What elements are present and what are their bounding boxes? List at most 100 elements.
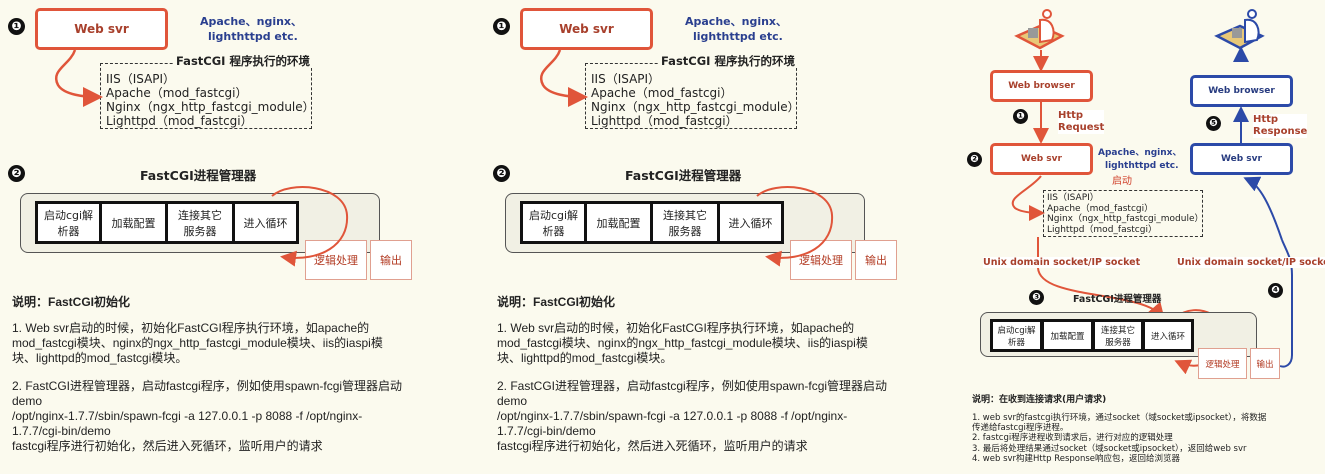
web-server-box: Web svr bbox=[520, 8, 653, 50]
start-label: 启动 bbox=[1112, 176, 1132, 187]
step-3-badge: ❸ bbox=[1029, 290, 1044, 305]
description-line: mod_fastcgi模块、nginx的ngx_http_fastcgi_mod… bbox=[12, 336, 383, 350]
step-4-badge: ❹ bbox=[1268, 283, 1283, 298]
http-request-line: Request bbox=[1058, 122, 1105, 133]
description-title: 说明：FastCGI初始化 bbox=[12, 295, 131, 309]
manager-step: 连接其它服务器 bbox=[1092, 319, 1144, 352]
logic-box: 逻辑处理 bbox=[790, 240, 852, 280]
description-body: 1. Web svr启动的时候，初始化FastCGI程序执行环境，如apache… bbox=[12, 321, 402, 454]
env-item: Lighttpd（mod_fastcgi） bbox=[106, 114, 253, 128]
web-server-box: Web svr bbox=[35, 8, 168, 50]
step-1-badge: ❶ bbox=[1013, 109, 1028, 124]
manager-title: FastCGI进程管理器 bbox=[1073, 294, 1162, 305]
init-panel-left: ❶ Web svr Apache、nginx、 lighthttpd etc. … bbox=[0, 0, 480, 474]
description-body: 1. web svr的fastcgi执行环境，通过socket（域socket或… bbox=[972, 413, 1266, 464]
manager-step: 加载配置 bbox=[584, 201, 653, 244]
env-item: Lighttpd（mod_fastcgi） bbox=[591, 114, 738, 128]
http-response-label: Http Response bbox=[1253, 114, 1308, 138]
server-examples-line2: lighthttpd etc. bbox=[208, 30, 298, 43]
logic-box: 逻辑处理 bbox=[1198, 348, 1247, 379]
env-item: Lighttpd（mod_fastcgi） bbox=[1047, 224, 1157, 235]
env-item: Apache（mod_fastcgi） bbox=[106, 86, 248, 100]
description-line: demo bbox=[497, 394, 528, 408]
description-line: /opt/nginx-1.7.7/sbin/spawn-fcgi -a 127.… bbox=[12, 409, 363, 423]
http-response-line: Http bbox=[1253, 114, 1279, 125]
web-server-response-box: Web svr bbox=[1190, 143, 1293, 175]
user-icon-request bbox=[1014, 9, 1065, 50]
manager-step: 启动cgi解析器 bbox=[990, 319, 1043, 352]
description-line: 1.7.7/cgi-bin/demo bbox=[12, 424, 111, 438]
http-request-line: Http bbox=[1058, 110, 1084, 121]
logic-box: 逻辑处理 bbox=[305, 240, 367, 280]
http-request-label: Http Request bbox=[1058, 110, 1105, 134]
step-1-badge: ❶ bbox=[8, 18, 25, 35]
env-item: Nginx（ngx_http_fastcgi_module） bbox=[591, 100, 800, 114]
env-arrow bbox=[539, 49, 588, 107]
server-examples-line1: Apache、nginx、 bbox=[685, 15, 788, 28]
manager-step: 连接其它服务器 bbox=[650, 201, 720, 244]
env-item: Apache（mod_fastcgi） bbox=[1047, 203, 1154, 214]
server-examples-line1: Apache、nginx、 bbox=[1098, 148, 1182, 158]
web-server-box: Web svr bbox=[990, 143, 1093, 175]
env-item: Nginx（ngx_http_fastcgi_module） bbox=[1047, 214, 1204, 224]
manager-step: 进入循环 bbox=[717, 201, 784, 244]
socket-label-response: Unix domain socket/IP socket bbox=[1177, 257, 1325, 268]
env-item: IIS（ISAPI） bbox=[591, 72, 661, 86]
manager-title: FastCGI进程管理器 bbox=[625, 168, 742, 183]
description-line: 4. web svr构建Http Response响应包，返回给浏览器 bbox=[972, 453, 1181, 464]
description-line: 块、lighttpd的mod_fastcgi模块。 bbox=[12, 351, 188, 365]
description-line: 2. FastCGI进程管理器，启动fastcgi程序，例如使用spawn-fc… bbox=[497, 379, 888, 393]
output-box: 输出 bbox=[370, 240, 412, 280]
description-line: 1. Web svr启动的时候，初始化FastCGI程序执行环境，如apache… bbox=[12, 321, 370, 335]
step-5-badge: ❺ bbox=[1206, 116, 1221, 131]
step-2-badge: ❷ bbox=[967, 152, 982, 167]
http-response-line: Response bbox=[1253, 126, 1308, 137]
manager-step: 进入循环 bbox=[232, 201, 299, 244]
manager-step: 启动cgi解析器 bbox=[35, 201, 102, 244]
description-line: 2. fastcgi程序进程收到请求后，进行对应的逻辑处理 bbox=[972, 433, 1173, 444]
web-browser-response-box: Web browser bbox=[1190, 75, 1293, 107]
web-browser-request-box: Web browser bbox=[990, 70, 1093, 102]
user-icon-response bbox=[1214, 9, 1265, 50]
step-1-badge: ❶ bbox=[493, 18, 510, 35]
manager-step: 连接其它服务器 bbox=[165, 201, 235, 244]
manager-step: 加载配置 bbox=[1041, 319, 1094, 352]
description-title: 说明：FastCGI初始化 bbox=[497, 295, 616, 309]
description-line: 1.7.7/cgi-bin/demo bbox=[497, 424, 596, 438]
description-line: 1. web svr的fastcgi执行环境，通过socket（域socket或… bbox=[972, 413, 1267, 423]
manager-step: 启动cgi解析器 bbox=[520, 201, 587, 244]
description-line: mod_fastcgi模块、nginx的ngx_http_fastcgi_mod… bbox=[497, 336, 868, 350]
env-item: IIS（ISAPI） bbox=[106, 72, 176, 86]
description-title: 说明：在收到连接请求(用户请求) bbox=[972, 395, 1107, 405]
description-line: fastcgi程序进行初始化，然后进入死循环，监听用户的请求 bbox=[12, 439, 323, 453]
description-line: 1. Web svr启动的时候，初始化FastCGI程序执行环境，如apache… bbox=[497, 321, 855, 335]
manager-title: FastCGI进程管理器 bbox=[140, 168, 257, 183]
env-item: IIS（ISAPI） bbox=[1047, 193, 1099, 203]
description-line: 2. FastCGI进程管理器，启动fastcgi程序，例如使用spawn-fc… bbox=[12, 379, 403, 393]
fastcgi-env-box: IIS（ISAPI） Apache（mod_fastcgi） Nginx（ngx… bbox=[1043, 190, 1204, 237]
fastcgi-env-box: IIS（ISAPI） Apache（mod_fastcgi） Nginx（ngx… bbox=[585, 63, 800, 129]
description-line: /opt/nginx-1.7.7/sbin/spawn-fcgi -a 127.… bbox=[497, 409, 848, 423]
description-line: 3. 最后将处理结果通过socket（域socket或ipsocket），返回给… bbox=[972, 443, 1247, 454]
step-2-badge: ❷ bbox=[493, 165, 510, 182]
fastcgi-env-box: IIS（ISAPI） Apache（mod_fastcgi） Nginx（ngx… bbox=[100, 63, 315, 129]
description-body: 1. Web svr启动的时候，初始化FastCGI程序执行环境，如apache… bbox=[497, 321, 887, 454]
description-line: demo bbox=[12, 394, 43, 408]
env-title: FastCGI 程序执行的环境 bbox=[174, 54, 312, 68]
description-line: 块、lighttpd的mod_fastcgi模块。 bbox=[497, 351, 673, 365]
env-item: Nginx（ngx_http_fastcgi_module） bbox=[106, 100, 315, 114]
output-box: 输出 bbox=[1250, 348, 1280, 379]
init-panel-middle: ❶ Web svr Apache、nginx、 lighthttpd etc. … bbox=[485, 0, 965, 474]
output-box: 输出 bbox=[855, 240, 897, 280]
manager-step: 加载配置 bbox=[99, 201, 168, 244]
env-title: FastCGI 程序执行的环境 bbox=[659, 54, 797, 68]
socket-label-request: Unix domain socket/IP socket bbox=[983, 257, 1141, 268]
server-examples-line2: lighthttpd etc. bbox=[693, 30, 783, 43]
server-examples-line2: lighthttpd etc. bbox=[1105, 161, 1179, 171]
description-line: fastcgi程序进行初始化，然后进入死循环，监听用户的请求 bbox=[497, 439, 808, 453]
step-2-badge: ❷ bbox=[8, 165, 25, 182]
description-line: 传递给fastcgi程序进程。 bbox=[972, 423, 1069, 434]
manager-step: 进入循环 bbox=[1142, 319, 1194, 352]
server-examples-line1: Apache、nginx、 bbox=[200, 15, 303, 28]
